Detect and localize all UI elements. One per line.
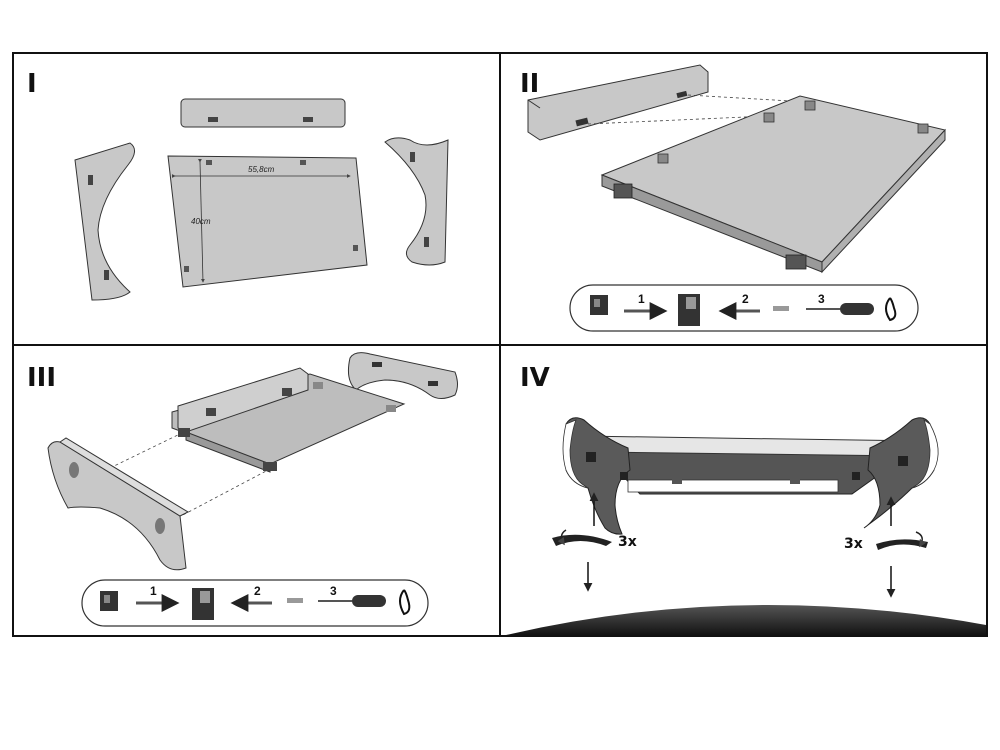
rail-slot-2: [676, 90, 688, 99]
height-dimension-line: [197, 158, 205, 283]
rotation-arrow-left-icon: [552, 534, 612, 546]
right-side-slot-1: [372, 362, 382, 367]
back-rail-underside: [627, 479, 839, 493]
rotation-label-left: 3x: [618, 534, 637, 550]
panel-step-1: I 55,8cm 40cm: [27, 69, 449, 301]
rotate-icon-3: [399, 589, 411, 616]
rotate-icon: [885, 297, 897, 322]
sequence-number-2-3: 2: [254, 584, 261, 598]
dowel-icon-3: [287, 598, 303, 603]
bracket-1: [657, 153, 669, 164]
right-side-slot-top: [410, 152, 415, 162]
back-rail-board: [180, 98, 346, 128]
right-side-piece: [384, 137, 449, 266]
sequence-number-3-3: 3: [330, 584, 337, 598]
step-label-2: II: [520, 69, 539, 99]
rail-slot-right: [303, 117, 313, 122]
bracket-6: [785, 254, 807, 270]
rotation-arrow-right-icon: [876, 539, 928, 550]
screwdriver-icon-3: [352, 595, 386, 607]
left-side-hole-2: [155, 518, 165, 534]
rail-slot-left: [208, 117, 218, 122]
sequence-number-1: 1: [638, 292, 645, 306]
sequence-number-2: 2: [742, 292, 749, 306]
panel-step-3: III 1 2 3: [27, 352, 458, 627]
back-rail-board-angled: [527, 64, 709, 141]
mattress-base: [502, 604, 986, 636]
bracket-2: [763, 112, 775, 123]
guide-line-2: [687, 94, 809, 103]
sequence-number-3: 3: [818, 292, 825, 306]
board-bracket-1: [206, 160, 212, 165]
right-side-slot-2: [428, 381, 438, 386]
width-label: 55,8cm: [248, 165, 275, 174]
step-label-1: I: [27, 69, 37, 99]
left-side-hole-1: [69, 462, 79, 478]
bracket-4: [917, 123, 929, 134]
board-bracket-2: [300, 160, 306, 165]
rotation-label-right: 3x: [844, 536, 863, 552]
rail-slot-1: [575, 117, 589, 127]
step-label-4: IV: [520, 363, 550, 393]
step-label-3: III: [27, 363, 56, 393]
sequence-number-1-3: 1: [150, 584, 157, 598]
right-side-slot-bottom: [424, 237, 429, 247]
board-bracket-3: [184, 266, 189, 272]
panel-step-4: IV 3x 3x: [502, 363, 986, 636]
dowel-icon: [773, 306, 789, 311]
height-label: 40cm: [191, 217, 211, 226]
panel-step-2: II 1 2 3: [520, 64, 946, 332]
bracket-3: [804, 100, 816, 111]
main-board: [167, 155, 368, 288]
guide-line-1: [587, 115, 769, 125]
bracket-5: [613, 183, 633, 199]
left-side-slot-top: [88, 175, 93, 185]
screwdriver-icon: [840, 303, 874, 315]
board-bracket-4: [353, 245, 358, 251]
left-side-slot-bottom: [104, 270, 109, 280]
